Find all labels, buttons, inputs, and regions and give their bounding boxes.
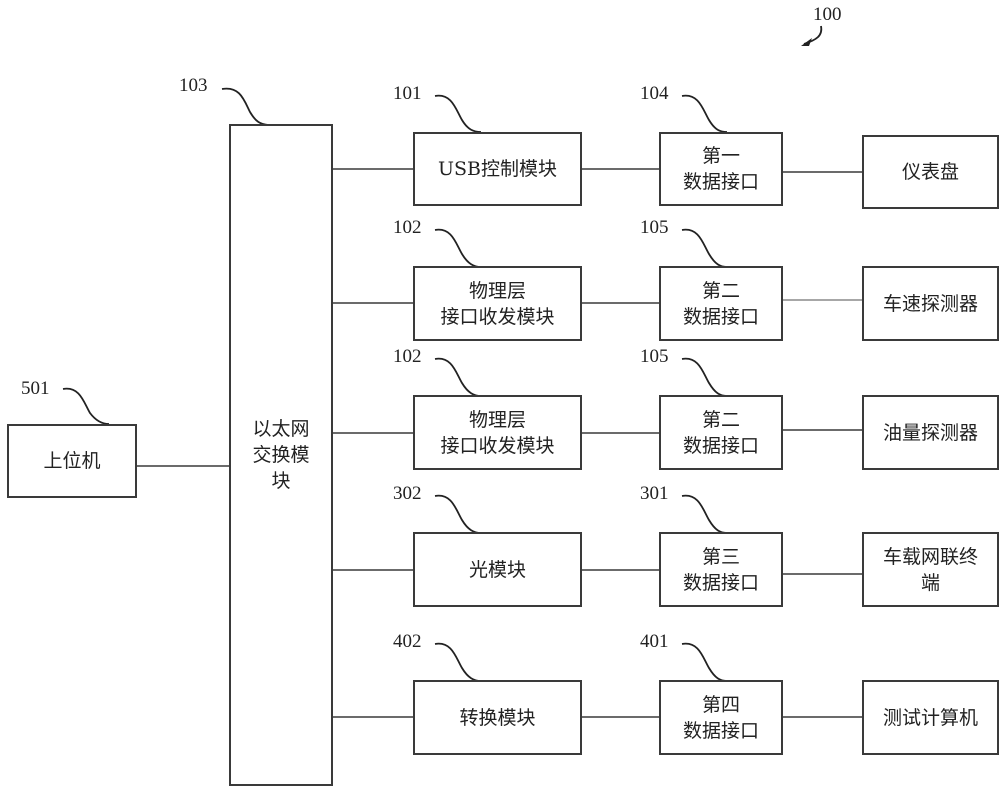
telematics-terminal-device-box: 车载网联终端 <box>862 532 999 607</box>
device-label-line-2: 端 <box>920 571 940 594</box>
module-ref-label: 102 <box>393 217 422 238</box>
module-ref-label: 402 <box>393 631 422 652</box>
interface-label-line-2: 数据接口 <box>682 434 759 457</box>
second-data-interface-box: 第二数据接口 <box>659 395 783 470</box>
device-label: 车速探测器 <box>882 292 978 315</box>
leader-102a <box>434 228 482 268</box>
module-label-line-1: 物理层 <box>468 408 526 431</box>
conversion-module-box: 转换模块 <box>413 680 582 755</box>
phy-transceiver-module-box: 物理层接口收发模块 <box>413 266 582 341</box>
interface-label-line-2: 数据接口 <box>682 719 759 742</box>
interface-ref-label: 401 <box>640 631 669 652</box>
dashboard-device-box: 仪表盘 <box>862 135 999 209</box>
phy-transceiver-module-box: 物理层接口收发模块 <box>413 395 582 470</box>
leader-105a <box>681 228 728 268</box>
module-label: 光模块 <box>468 558 526 581</box>
switch-ref-label: 103 <box>179 75 208 96</box>
module-ref-label: 101 <box>393 83 422 104</box>
interface-label-line-1: 第一 <box>701 145 740 167</box>
module-label: 转换模块 <box>459 706 536 729</box>
interface-label-line-1: 第三 <box>701 545 740 568</box>
leader-301 <box>681 494 728 534</box>
leader-402 <box>434 642 482 682</box>
interface-label-line-1: 第四 <box>701 693 740 716</box>
interface-label-line-1: 第二 <box>701 408 740 431</box>
figure-arrow-head-icon <box>801 38 812 46</box>
speed-detector-device-box: 车速探测器 <box>862 266 999 341</box>
leader-102b <box>434 357 482 397</box>
device-label: 测试计算机 <box>882 706 978 729</box>
module-label-line-2: 接口收发模块 <box>440 305 555 328</box>
leader-104 <box>681 94 728 133</box>
third-data-interface-box: 第三数据接口 <box>659 532 783 607</box>
interface-ref-label: 105 <box>640 346 669 367</box>
fuel-detector-device-box: 油量探测器 <box>862 395 999 470</box>
interface-label-line-2: 数据接口 <box>682 171 759 193</box>
device-label: 仪表盘 <box>901 161 959 183</box>
figure-arrow-shaft <box>803 25 823 45</box>
optical-module-box: 光模块 <box>413 532 582 607</box>
usb-control-module-box: USB控制模块 <box>413 132 582 206</box>
host-computer-box: 上位机 <box>7 424 137 498</box>
module-label-line-1: 物理层 <box>468 279 526 302</box>
interface-ref-label: 104 <box>640 83 669 104</box>
interface-ref-label: 105 <box>640 217 669 238</box>
switch-label-line-2: 交换模 <box>252 444 310 466</box>
figure-ref-label: 100 <box>813 4 842 25</box>
module-label-line-2: 接口收发模块 <box>440 434 555 457</box>
interface-label-line-2: 数据接口 <box>682 305 759 328</box>
leader-105b <box>681 357 728 397</box>
leader-501 <box>62 387 110 425</box>
module-label: USB控制模块 <box>438 158 557 180</box>
device-label-line-1: 车载网联终 <box>882 545 978 568</box>
fourth-data-interface-box: 第四数据接口 <box>659 680 783 755</box>
interface-label-line-2: 数据接口 <box>682 571 759 594</box>
first-data-interface-box: 第一数据接口 <box>659 132 783 206</box>
device-label: 油量探测器 <box>882 421 978 444</box>
leader-401 <box>681 642 728 682</box>
leader-302 <box>434 494 482 534</box>
ethernet-switch-box: 以太网 交换模 块 <box>229 124 333 786</box>
test-computer-device-box: 测试计算机 <box>862 680 999 755</box>
switch-label-line-1: 以太网 <box>252 418 310 440</box>
leader-101 <box>434 94 482 133</box>
leader-103 <box>221 87 269 126</box>
second-data-interface-box: 第二数据接口 <box>659 266 783 341</box>
interface-ref-label: 301 <box>640 483 669 504</box>
host-ref-label: 501 <box>21 378 50 399</box>
switch-label-line-3: 块 <box>271 470 291 492</box>
interface-label-line-1: 第二 <box>701 279 740 302</box>
module-ref-label: 302 <box>393 483 422 504</box>
host-computer-label: 上位机 <box>43 450 101 472</box>
module-ref-label: 102 <box>393 346 422 367</box>
